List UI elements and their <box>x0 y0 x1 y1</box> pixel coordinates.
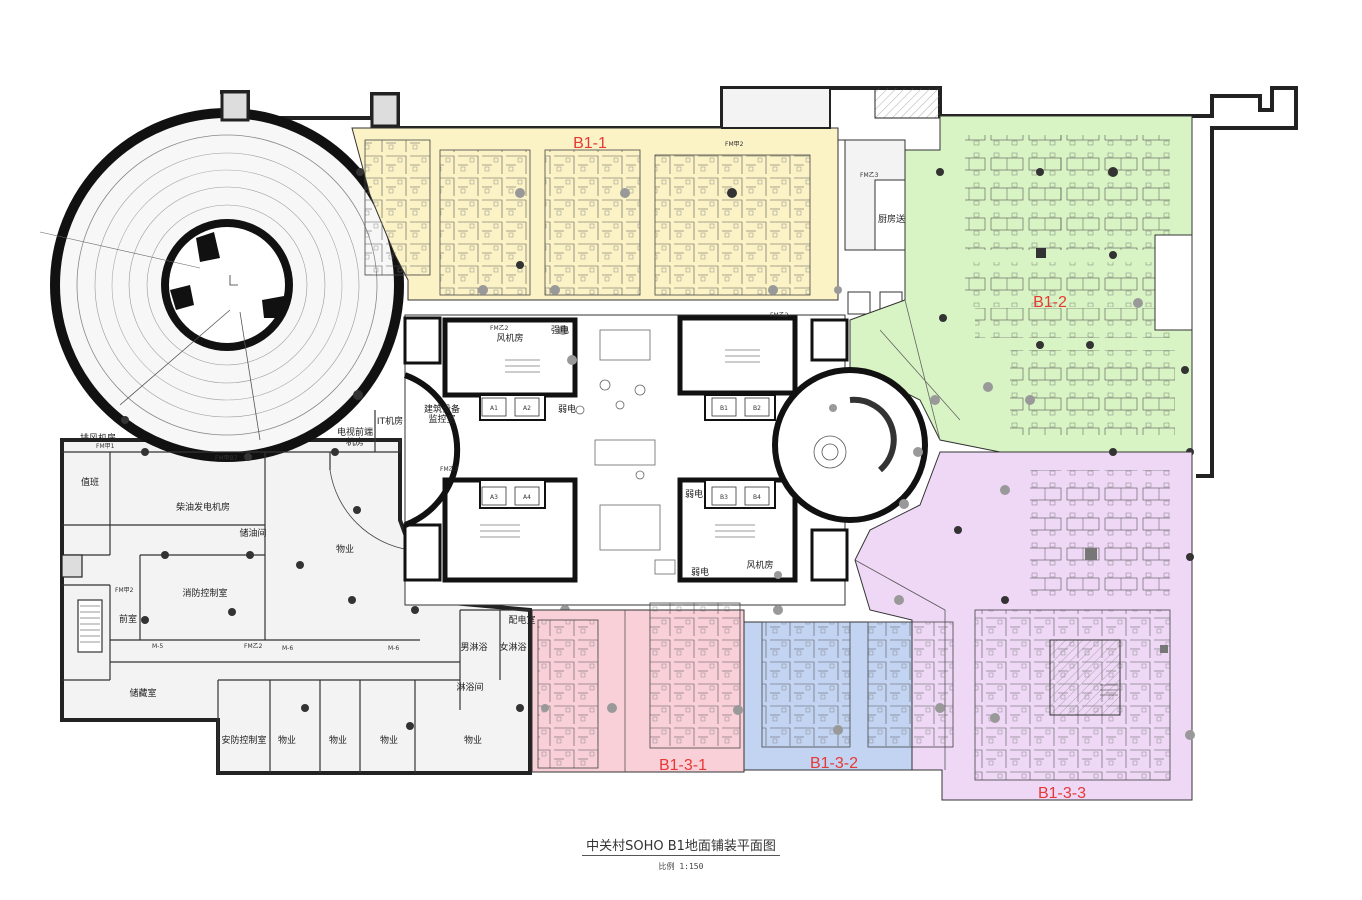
service-room-labels: 排风机房 值班 柴油发电机房 储油间 物业 电视前端机房 IT机房 建筑设备监控… <box>80 403 536 746</box>
drawing-title: 中关村SOHO B1地面铺装平面图 <box>582 835 780 856</box>
door-tags: FM甲1 FM甲B7 FM乙3 FM甲2 FM乙2 M-6 M-6 FM甲2 F… <box>96 141 879 652</box>
elevator-b4: B4 <box>753 494 761 501</box>
service-rooms <box>61 410 530 773</box>
zone-label-b1-3-3: B1-3-3 <box>1038 785 1086 802</box>
room-tv-head: 电视前端机房 <box>337 426 373 448</box>
zone-label-b1-3-1: B1-3-1 <box>659 757 707 774</box>
room-weak-3: 弱电 <box>691 566 709 578</box>
door-tag-6: M-6 <box>282 645 293 652</box>
door-tag-5: FM乙2 <box>244 643 263 650</box>
room-duty: 值班 <box>81 476 99 488</box>
elevator-a4: A4 <box>523 494 531 501</box>
central-core: 风机房 风机房 强电 弱电 弱电 弱电 A1 A2 A3 A4 B1 B2 B3… <box>403 314 928 615</box>
door-tag-7: M-6 <box>388 645 399 652</box>
room-property-3: 物业 <box>329 734 347 746</box>
room-strong-power: 强电 <box>551 324 569 336</box>
room-property-4: 物业 <box>380 734 398 746</box>
room-diesel-generator: 柴油发电机房 <box>176 501 230 513</box>
elevator-b2: B2 <box>753 405 761 412</box>
elevator-b3: B3 <box>720 494 728 501</box>
room-property-1: 物业 <box>336 543 354 555</box>
door-tag-4: FM甲2 <box>115 587 134 594</box>
room-men-shower: 男淋浴 <box>460 641 487 653</box>
zone-b1-3-2: B1-3-2 <box>743 621 954 772</box>
room-power-distribution: 配电室 <box>508 614 535 626</box>
door-tag-1: FM甲1 <box>96 443 115 450</box>
room-security-control: 安防控制室 <box>221 734 266 746</box>
room-storage: 储藏室 <box>129 687 156 699</box>
room-fan-2: 风机房 <box>746 559 773 571</box>
room-property-5: 物业 <box>464 734 482 746</box>
room-antechamber: 前室 <box>119 613 137 625</box>
room-shower: 淋浴间 <box>456 681 483 693</box>
door-tag-8: FM甲2 <box>725 141 744 148</box>
door-tag-12: M-5 <box>152 643 163 650</box>
elevator-a2: A2 <box>523 405 531 412</box>
zone-label-b1-2: B1-2 <box>1033 294 1067 311</box>
door-tag-10: FM乙2 <box>770 312 789 319</box>
zone-b1-1: B1-1 <box>351 127 848 301</box>
room-weak-1: 弱电 <box>558 403 576 415</box>
elevator-b1: B1 <box>720 405 728 412</box>
zone-b1-3-1: B1-3-1 <box>531 602 745 774</box>
room-oil-storage: 储油间 <box>239 527 266 539</box>
room-building-monitor: 建筑设备监控室 <box>424 403 460 425</box>
structural-columns <box>121 390 524 730</box>
door-tag-3: FM乙3 <box>440 466 459 473</box>
room-fan-1: 风机房 <box>496 332 523 344</box>
drawing-title-block: 中关村SOHO B1地面铺装平面图 <box>0 835 1362 856</box>
door-tag-9: FM乙3 <box>860 172 879 179</box>
zone-label-b1-3-2: B1-3-2 <box>810 755 858 772</box>
door-tag-11: FM乙2 <box>490 325 509 332</box>
circular-ramp <box>39 90 404 462</box>
room-it: IT机房 <box>377 415 403 427</box>
room-weak-2: 弱电 <box>685 488 703 500</box>
room-exhaust-fan: 排风机房 <box>80 432 116 444</box>
elevator-a1: A1 <box>490 405 498 412</box>
zone-b1-2: B1-2 <box>849 115 1194 456</box>
room-fire-control: 消防控制室 <box>182 587 227 599</box>
room-women-shower: 女淋浴 <box>499 641 526 653</box>
drawing-scale: 比例 1:150 <box>658 862 704 871</box>
zone-label-b1-1: B1-1 <box>573 135 607 152</box>
door-tag-2: FM甲B7 <box>215 455 238 462</box>
room-property-2: 物业 <box>278 734 296 746</box>
elevator-a3: A3 <box>490 494 498 501</box>
